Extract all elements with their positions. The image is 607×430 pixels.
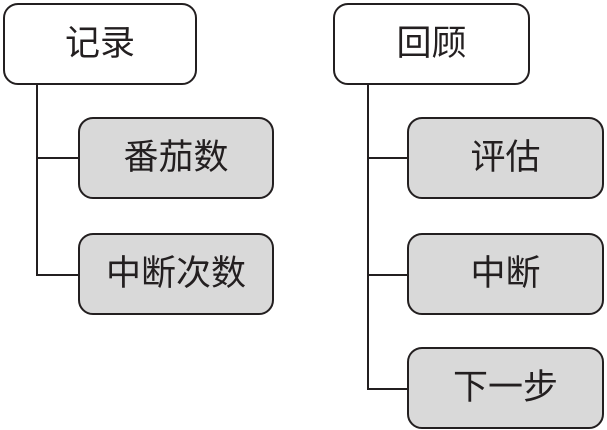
child-node-evaluation: 评估 bbox=[407, 117, 604, 199]
child-node-interruption: 中断 bbox=[407, 233, 604, 315]
child-node-interruption-count: 中断次数 bbox=[78, 233, 274, 315]
root-node-review: 回顾 bbox=[333, 3, 530, 85]
child-node-next-step: 下一步 bbox=[407, 347, 604, 429]
root-node-record: 记录 bbox=[3, 3, 197, 85]
child-node-tomato-count: 番茄数 bbox=[78, 117, 274, 199]
